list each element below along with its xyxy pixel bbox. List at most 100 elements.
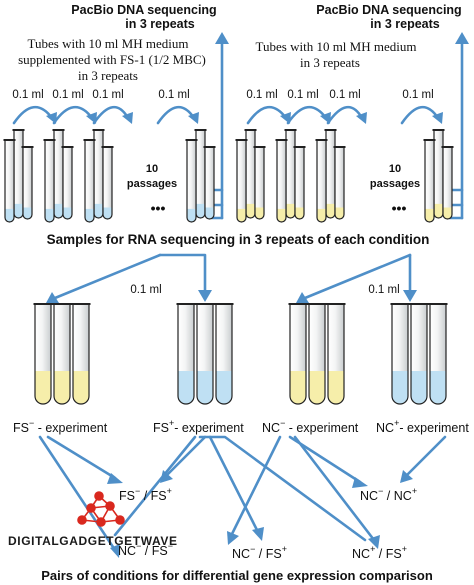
ellipsis-dots: ••• bbox=[151, 200, 166, 216]
test-tube bbox=[423, 139, 436, 223]
passages-number: 10 bbox=[146, 163, 158, 175]
ellipsis-dots: ••• bbox=[392, 200, 407, 216]
culture-medium bbox=[197, 371, 213, 404]
experiment-label-fs-minus: FS− - experiment bbox=[13, 418, 108, 435]
passages-label: passages bbox=[370, 178, 420, 190]
culture-medium bbox=[216, 371, 232, 404]
culture-medium bbox=[205, 207, 214, 219]
culture-medium bbox=[45, 208, 54, 222]
tubes-right-line2: in 3 repeats bbox=[300, 55, 360, 70]
culture-medium bbox=[237, 208, 246, 222]
culture-medium bbox=[317, 208, 326, 222]
pair-label-nc-plus-fs-plus: NC+ / FS+ bbox=[352, 544, 407, 561]
pacbio-right-line2: in 3 repeats bbox=[370, 17, 440, 31]
experiment-tube-groups bbox=[33, 303, 448, 405]
tubes-left-line3: in 3 repeats bbox=[78, 68, 138, 83]
test-tube bbox=[33, 303, 53, 405]
culture-medium bbox=[411, 371, 427, 404]
tubes-right-line1: Tubes with 10 ml MH medium bbox=[256, 39, 417, 54]
test-tube bbox=[43, 139, 56, 223]
passages-number: 10 bbox=[389, 163, 401, 175]
transfer-arrows-top bbox=[12, 105, 443, 125]
experiment-label-nc-minus: NC− - experiment bbox=[262, 418, 359, 435]
test-tube bbox=[409, 303, 429, 405]
pair-label-nc-minus-fs-minus: NC− / FS− bbox=[118, 541, 173, 558]
test-tube bbox=[21, 146, 34, 220]
culture-medium bbox=[290, 371, 306, 404]
experiment-label-fs-plus: FS+- experiment bbox=[153, 418, 244, 435]
culture-medium bbox=[443, 207, 452, 219]
culture-medium bbox=[14, 203, 23, 219]
culture-medium bbox=[295, 207, 304, 219]
transfer-label: 0.1 ml bbox=[287, 89, 318, 101]
test-tube bbox=[101, 146, 114, 220]
sampling-arrows bbox=[46, 253, 417, 303]
transfer-label: 0.1 ml bbox=[92, 89, 123, 101]
experiment-label-nc-plus: NC+- experiment bbox=[376, 418, 469, 435]
pair-label-fs-minus-fs-plus: FS− / FS+ bbox=[119, 486, 172, 503]
transfer-label: 0.1 ml bbox=[158, 89, 189, 101]
test-tube bbox=[3, 139, 16, 223]
culture-medium bbox=[335, 207, 344, 219]
test-tube bbox=[428, 303, 448, 405]
culture-medium bbox=[103, 207, 112, 219]
culture-medium bbox=[326, 203, 335, 219]
test-tube bbox=[333, 146, 346, 220]
culture-medium bbox=[277, 208, 286, 222]
culture-medium bbox=[23, 207, 32, 219]
pair-label-nc-minus-fs-plus: NC− / FS+ bbox=[232, 544, 287, 561]
pacbio-arrows bbox=[210, 32, 469, 220]
test-tube bbox=[326, 303, 346, 405]
watermark-text: DIGITALGADGETGETWAVE bbox=[8, 534, 178, 548]
culture-medium bbox=[430, 371, 446, 404]
test-tube bbox=[253, 146, 266, 220]
test-tube bbox=[61, 146, 74, 220]
network-logo-icon bbox=[77, 491, 125, 527]
culture-medium bbox=[5, 208, 14, 222]
test-tube bbox=[390, 303, 410, 405]
test-tube bbox=[176, 303, 196, 405]
culture-medium bbox=[73, 371, 89, 404]
culture-medium bbox=[85, 208, 94, 222]
culture-medium bbox=[328, 371, 344, 404]
culture-medium bbox=[286, 203, 295, 219]
test-tube bbox=[185, 139, 198, 223]
test-tube bbox=[441, 146, 454, 220]
test-tube bbox=[235, 139, 248, 223]
culture-medium bbox=[392, 371, 408, 404]
culture-medium bbox=[178, 371, 194, 404]
test-tube bbox=[195, 303, 215, 405]
culture-medium bbox=[255, 207, 264, 219]
test-tube bbox=[307, 303, 327, 405]
culture-medium bbox=[309, 371, 325, 404]
top-tube-racks bbox=[3, 129, 454, 223]
test-tube bbox=[293, 146, 306, 220]
test-tube bbox=[275, 139, 288, 223]
test-tube bbox=[214, 303, 234, 405]
test-tube bbox=[203, 146, 216, 220]
pacbio-left-line1: PacBio DNA sequencing bbox=[71, 3, 216, 17]
sampling-transfer-label: 0.1 ml bbox=[130, 284, 161, 296]
test-tube bbox=[315, 139, 328, 223]
culture-medium bbox=[246, 203, 255, 219]
comparison-arrows bbox=[38, 435, 447, 558]
sampling-transfer-label: 0.1 ml bbox=[368, 284, 399, 296]
test-tube bbox=[288, 303, 308, 405]
culture-medium bbox=[54, 371, 70, 404]
pacbio-left-line2: in 3 repeats bbox=[125, 17, 195, 31]
culture-medium bbox=[434, 203, 443, 219]
culture-medium bbox=[425, 208, 434, 222]
transfer-label: 0.1 ml bbox=[402, 89, 433, 101]
culture-medium bbox=[94, 203, 103, 219]
culture-medium bbox=[63, 207, 72, 219]
transfer-label: 0.1 ml bbox=[246, 89, 277, 101]
culture-medium bbox=[35, 371, 51, 404]
culture-medium bbox=[196, 203, 205, 219]
pacbio-right-line1: PacBio DNA sequencing bbox=[316, 3, 461, 17]
test-tube bbox=[83, 139, 96, 223]
pair-label-nc-minus-nc-plus: NC− / NC+ bbox=[360, 486, 417, 503]
passages-label: passages bbox=[127, 178, 177, 190]
watermark-logo: DIGITALGADGETGETWAVE bbox=[8, 491, 178, 548]
transfer-label: 0.1 ml bbox=[52, 89, 83, 101]
